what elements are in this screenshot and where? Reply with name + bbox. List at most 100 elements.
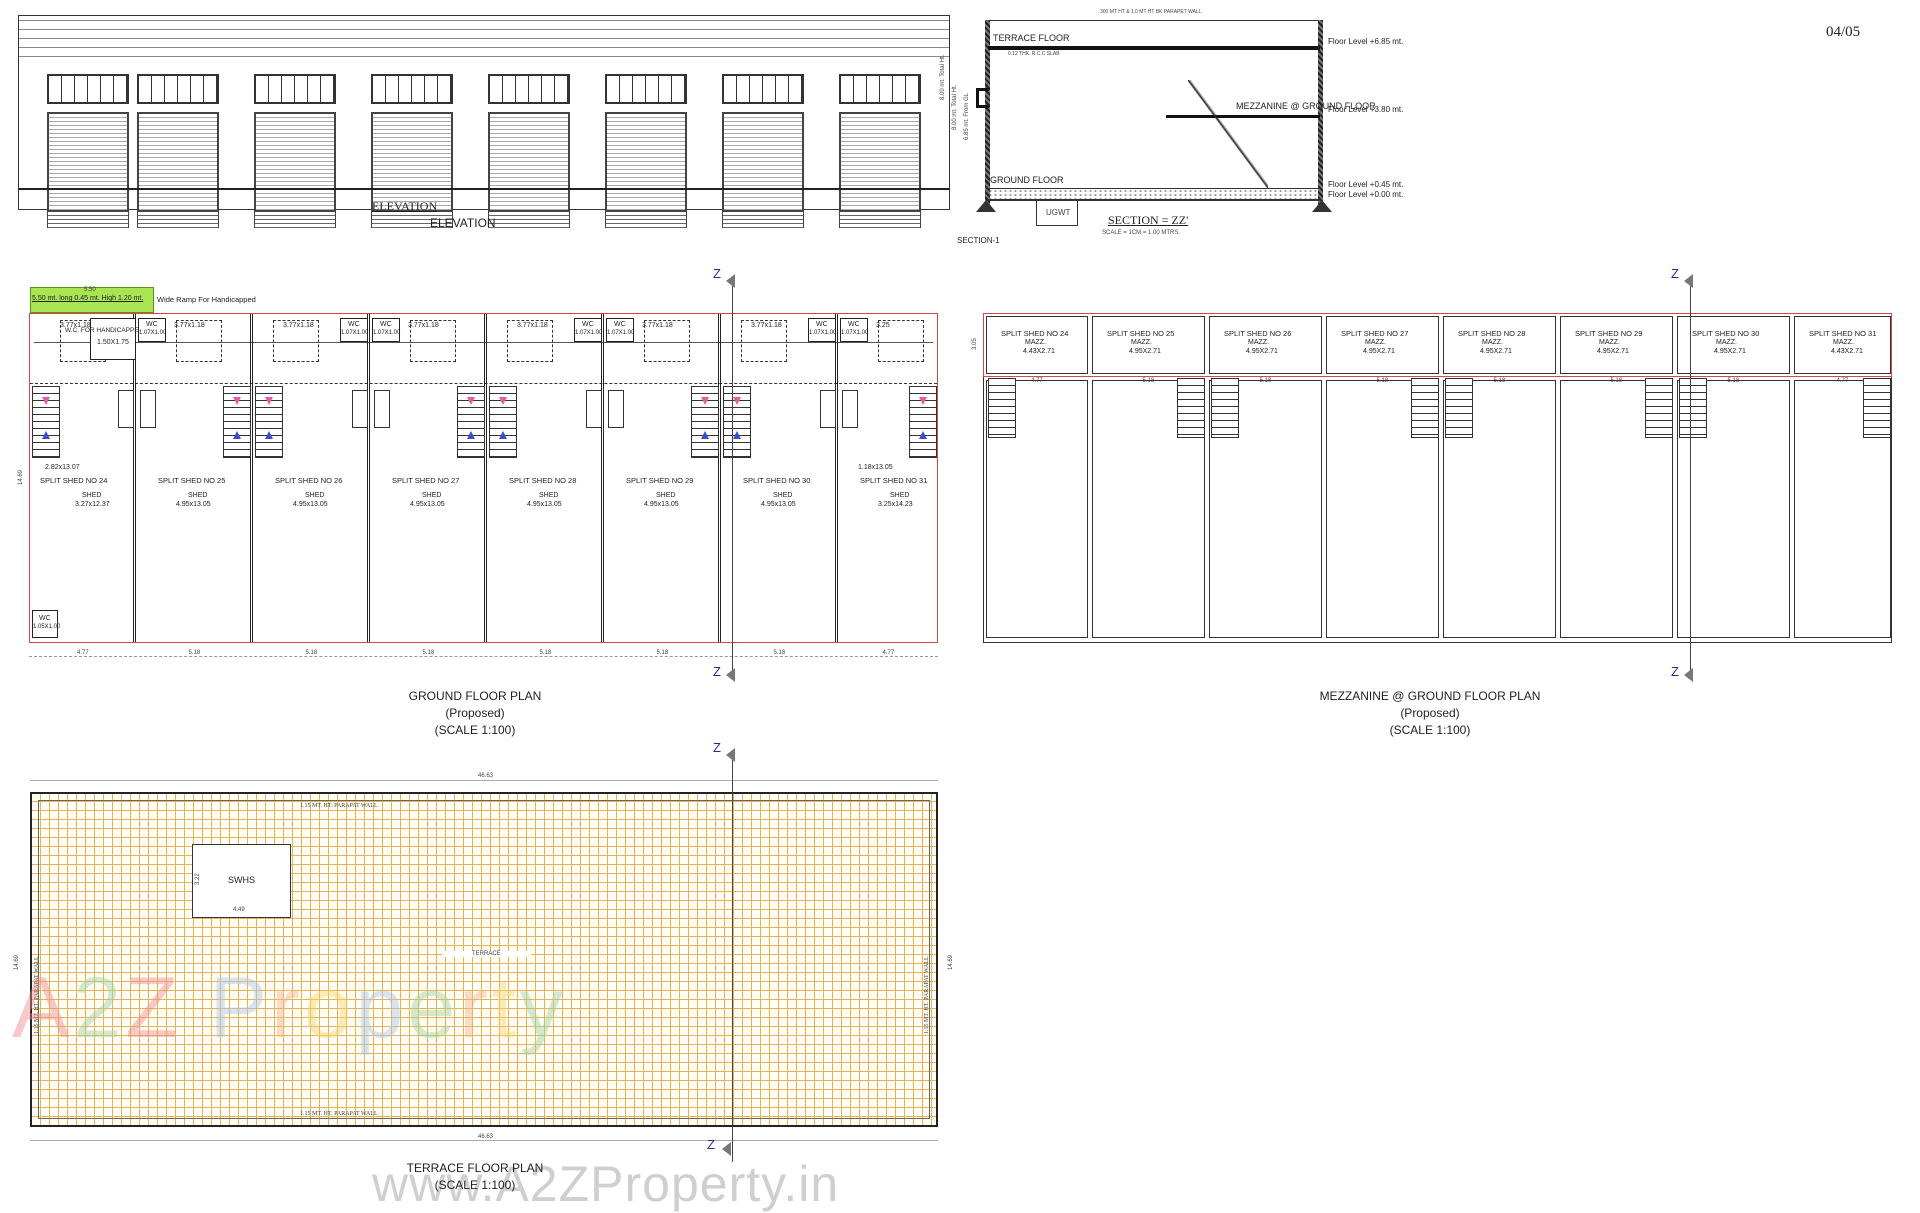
terrace-depth-right: 14.69 [948,954,954,970]
transom-window [839,74,921,104]
unit-size: 4.95x13.05 [176,501,211,508]
terrace-depth-left: 14.69 [14,954,20,970]
section-zz-drawing: UGWT 300 MT HT & 1.0 MT HT BK PARAPET WA… [976,9,1332,226]
rolling-shutter [254,112,336,212]
section-top-note: 300 MT HT & 1.0 MT HT BK PARAPET WALL [1100,9,1202,15]
mz-unit-size: 4.95X2.71 [1129,348,1161,355]
cutout [820,390,836,428]
rolling-shutter [47,112,129,212]
terrace-scale: (SCALE 1:100) [434,1178,516,1192]
terrace-floor-plan: 1.15 MT. HT. PARAPAT WALL 1.15 MT. HT. P… [12,792,938,1127]
section-slab-note: 0.12 THK. R.C.C SLAB [1008,51,1060,57]
watermark-letter: P [209,960,272,1056]
section-level-000: Floor Level +0.00 mt. [1328,190,1404,199]
ramp-note: 5.50 mt. long 0.45 mt. High 1.20 mt. [32,295,144,302]
mz-title: MEZZANINE @ GROUND FLOOR PLAN [1319,689,1541,703]
mz-unit-width: 5.18 [1727,378,1740,384]
mz-z-marker-top: Z [1671,266,1679,281]
elevation-bay [488,74,570,228]
mezzanine-staircase [1211,378,1239,438]
rear-wc: WC 1.05X1.00 [32,610,61,638]
elevation-bay [605,74,687,228]
staircase [489,386,517,458]
mz-z-triangle-bottom [1684,668,1693,682]
mz-unit-size: 4.95X2.71 [1597,348,1629,355]
terrace-parapet-bottom: 1.15 MT. HT. PARAPAT WALL [300,1111,378,1117]
watermark-letter: y [519,960,567,1056]
wc-size: 1.07X1.00 [841,330,869,336]
section-roof-line [988,20,1320,21]
mezzanine-edge-line [30,383,937,384]
gf-z-triangle-bottom [726,668,735,682]
handicapped-ramp [30,287,154,313]
mezzanine-staircase [1645,378,1673,438]
rolling-shutter [488,112,570,212]
mz-unit-name: SPLIT SHED NO 25 [1107,329,1175,338]
terrace-top-dim: 46.63 [478,773,494,779]
section-level-685: Floor Level +6.85 mt. [1328,37,1404,46]
cutout [608,390,624,428]
unit-size: 3.25x14.23 [878,501,913,508]
transom-window [47,74,129,104]
mz-unit-width: 5.18 [1259,378,1272,384]
cutout [118,390,134,428]
mz-unit-size: 4.43X2.71 [1831,348,1863,355]
cutout [374,390,390,428]
mz-unit-type: MAZZ. [1248,339,1269,346]
transom-window [254,74,336,104]
section-mezzanine-label: MEZZANINE @ GROUND FLOOR [1236,101,1376,111]
terrace-parapet-right: 1.15 MT. HT. PARAPAT WALL [924,956,930,1034]
stair-down-arrow-icon [467,397,475,405]
terrace-bottom-dim-line [30,1140,938,1141]
mz-unit-type: MAZZ. [1131,339,1152,346]
watermark-letter: r [459,960,492,1056]
wash-area [644,320,690,362]
handicapped-wc-size: 1.50X1.75 [97,339,129,346]
rear-wc-size: 1.05X1.00 [33,624,61,630]
mz-unit-name: SPLIT SHED NO 27 [1341,329,1409,338]
unit-width-dim: 5.18 [773,650,786,656]
section-level-045: Floor Level +0.45 mt. [1328,180,1404,189]
stair-up-arrow-icon [919,431,927,439]
mz-subtitle: (Proposed) [1400,706,1460,720]
shutter-plinth [137,212,219,228]
terrace-bottom-dim: 46.63 [478,1134,494,1140]
mz-depth-dim: 3.05 [972,338,978,350]
transom-window [371,74,453,104]
staircase [457,386,485,458]
mz-unit-type: MAZZ. [1025,339,1046,346]
gf-overall-depth: 14.69 [18,469,24,485]
terrace-parapet-inner [38,800,930,1119]
unit-extra-size: 2.82x13.07 [45,464,80,471]
mz-unit-type: MAZZ. [1482,339,1503,346]
elevation-bay [371,74,453,228]
unit-size: 4.95x13.05 [527,501,562,508]
swhs-block: SWHS 4.49 3.22 [192,844,291,918]
terrace-parapet-top: 1.15 MT. HT. PARAPAT WALL [300,803,378,809]
unit-type: SHED [422,492,442,499]
wash-area [741,320,787,362]
rear-wc-label: WC [39,615,51,622]
mz-unit-size: 4.95X2.71 [1246,348,1278,355]
unit-type: SHED [305,492,325,499]
wc-label: WC [348,321,360,328]
gf-title-block: GROUND FLOOR PLAN (Proposed) (SCALE 1:10… [375,688,575,739]
transom-window [137,74,219,104]
wc-size: 1.07X1.00 [607,330,635,336]
elevation-height-note: 8.00 mt. Total Ht. [940,54,946,100]
mz-section-line [1690,278,1691,678]
gf-section-line [732,278,733,678]
unit-width-dim: 5.18 [305,650,318,656]
mz-unit-width: 5.18 [1142,378,1155,384]
gf-z-marker-top: Z [713,266,721,281]
mz-unit-size: 4.95X2.71 [1363,348,1395,355]
watermark-letter: 2 [73,960,126,1056]
